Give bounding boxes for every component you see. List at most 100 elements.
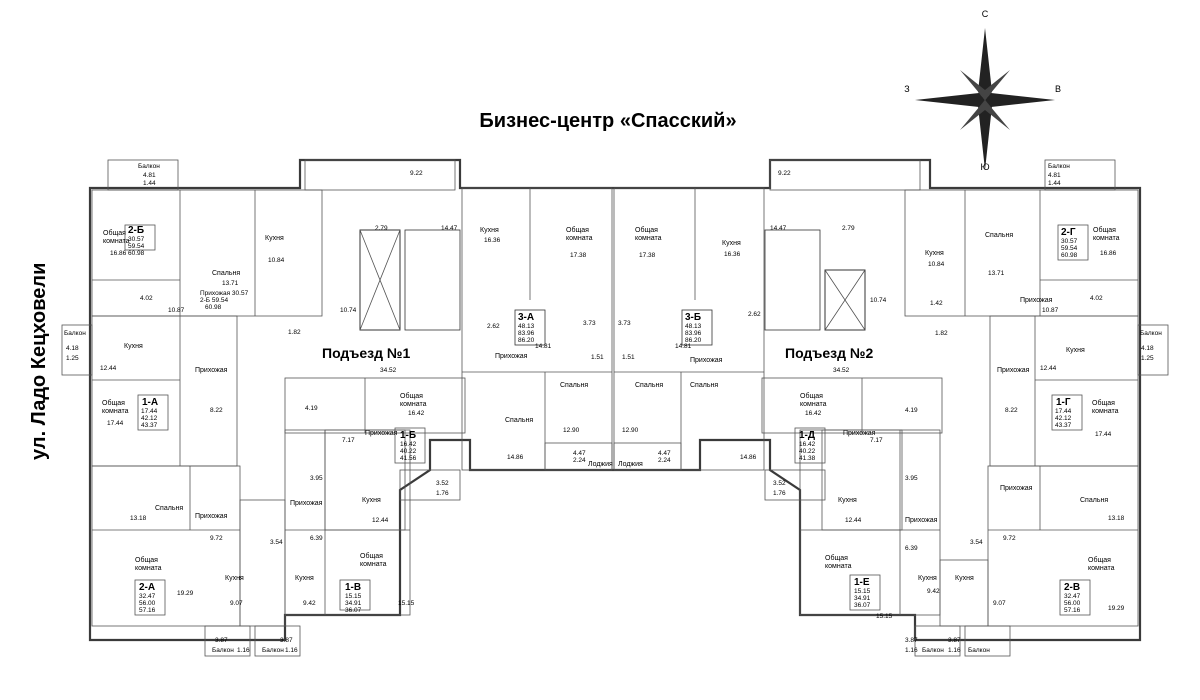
svg-text:2-Б: 2-Б [128,225,144,236]
svg-text:Спальня: Спальня [560,382,588,389]
svg-text:48.13: 48.13 [685,323,702,330]
svg-text:1.16: 1.16 [948,647,961,654]
svg-text:3.52: 3.52 [436,480,449,487]
svg-text:13.71: 13.71 [222,280,239,287]
svg-text:6.39: 6.39 [905,545,918,552]
svg-text:2.24: 2.24 [658,457,671,464]
svg-text:комната: комната [1088,565,1115,572]
svg-text:Кухня: Кухня [955,575,974,582]
svg-text:83.96: 83.96 [685,330,702,337]
svg-text:1-Д: 1-Д [799,430,815,441]
svg-text:60.98: 60.98 [205,304,222,311]
svg-text:1.82: 1.82 [288,329,301,336]
svg-text:1-Б: 1-Б [400,430,416,441]
svg-text:4.47: 4.47 [658,450,671,457]
apartment-2-g[interactable]: 2-Г 30.57 59.54 60.98 Спальня 13.71 Кухн… [904,159,1139,337]
svg-text:2-Г: 2-Г [1061,227,1076,238]
apartment-1-e[interactable]: 1-Е 15.15 34.91 36.07 3.95 Прихожая 6.39… [799,429,941,620]
svg-text:3.52: 3.52 [773,480,786,487]
svg-text:1.51: 1.51 [622,354,635,361]
svg-text:Кухня: Кухня [480,227,499,234]
svg-text:57.16: 57.16 [139,607,156,614]
svg-text:12.44: 12.44 [372,517,389,524]
svg-text:Прихожая: Прихожая [195,513,228,520]
stair-core-left: 9.22 2.79 14.47 10.74 34.52 3.54 Подъезд… [270,159,461,546]
svg-text:4.19: 4.19 [905,407,918,414]
stair-core-right: 9.22 2.79 14.47 10.74 34.52 3.54 Подъезд… [764,159,983,546]
svg-text:Кухня: Кухня [225,575,244,582]
svg-text:3.87: 3.87 [905,637,918,644]
svg-text:Прихожая: Прихожая [1020,297,1053,304]
svg-text:Балкон: Балкон [212,647,234,654]
svg-text:9.72: 9.72 [1003,535,1016,542]
svg-text:36.07: 36.07 [854,602,871,609]
apartment-1-g[interactable]: 1-Г 17.44 42.12 43.37 Кухня 12.44 Прихож… [989,315,1169,467]
entrance-1-label: Подъезд №1 [322,345,410,361]
svg-text:комната: комната [566,235,593,242]
svg-text:комната: комната [800,401,827,408]
svg-text:56.00: 56.00 [1064,600,1081,607]
svg-text:Прихожая: Прихожая [495,353,528,360]
svg-text:комната: комната [102,408,129,415]
svg-text:1-В: 1-В [345,582,361,593]
svg-text:3.87: 3.87 [948,637,961,644]
svg-text:34.52: 34.52 [833,367,850,374]
svg-text:6.39: 6.39 [310,535,323,542]
svg-text:8.22: 8.22 [1005,407,1018,414]
svg-text:41.56: 41.56 [400,455,417,462]
svg-text:4.18: 4.18 [1141,345,1154,352]
svg-text:13.71: 13.71 [988,270,1005,277]
svg-text:3.54: 3.54 [270,539,283,546]
svg-text:10.87: 10.87 [168,307,185,314]
svg-text:1.76: 1.76 [773,490,786,497]
svg-text:2-В: 2-В [1064,582,1080,593]
svg-text:19.29: 19.29 [177,590,194,597]
compass-north-label: С [982,9,989,19]
svg-text:17.44: 17.44 [1055,408,1072,415]
svg-text:Прихожая: Прихожая [290,500,323,507]
svg-text:комната: комната [135,565,162,572]
svg-text:17.38: 17.38 [639,252,656,259]
apartment-1-a[interactable]: 1-А 17.44 42.12 43.37 Кухня 12.44 Прихож… [61,315,238,467]
street-label: ул. Ладо Кецховели [28,263,50,460]
svg-text:60.98: 60.98 [1061,252,1078,259]
svg-text:16.36: 16.36 [484,237,501,244]
svg-text:1-Е: 1-Е [854,577,870,588]
svg-text:16.42: 16.42 [408,410,425,417]
svg-text:40.22: 40.22 [400,448,417,455]
svg-text:10.87: 10.87 [1042,307,1059,314]
svg-text:9.22: 9.22 [410,170,423,177]
svg-text:Кухня: Кухня [925,250,944,257]
svg-text:Общая: Общая [800,392,823,400]
svg-text:комната: комната [103,238,130,245]
apartment-1-b[interactable]: 1-Б 16.42 40.22 41.56 4.19 Общаякомната … [284,377,466,531]
svg-text:Общая: Общая [103,229,126,237]
svg-text:83.96: 83.96 [518,330,535,337]
svg-text:40.22: 40.22 [799,448,816,455]
apartment-2-a[interactable]: 2-А 32.47 56.00 57.16 Спальня 13.18 Прих… [91,465,301,657]
svg-text:1.44: 1.44 [1048,180,1061,187]
svg-text:34.91: 34.91 [345,600,362,607]
apartment-2-v[interactable]: 2-В 32.47 56.00 57.16 Спальня 13.18 Прих… [914,465,1139,657]
svg-text:комната: комната [1092,408,1119,415]
svg-text:Балкон: Балкон [1140,330,1162,337]
svg-text:1.16: 1.16 [237,647,250,654]
svg-text:9.07: 9.07 [230,600,243,607]
compass-south-label: Ю [980,162,989,172]
svg-text:14.86: 14.86 [740,454,757,461]
svg-text:3.95: 3.95 [310,475,323,482]
svg-text:42.12: 42.12 [141,415,158,422]
apt-2-b-area-3: 60.98 [128,250,145,257]
svg-text:3.87: 3.87 [215,637,228,644]
svg-text:36.07: 36.07 [345,607,362,614]
svg-text:2.62: 2.62 [748,311,761,318]
svg-text:2.79: 2.79 [375,225,388,232]
svg-text:56.00: 56.00 [139,600,156,607]
svg-text:Общая: Общая [400,392,423,400]
svg-text:Балкон: Балкон [1048,163,1070,170]
apartment-3-a[interactable]: 3-А 48.13 83.96 86.20 Кухня 16.36 Общаяк… [461,187,613,471]
svg-text:1.44: 1.44 [143,180,156,187]
